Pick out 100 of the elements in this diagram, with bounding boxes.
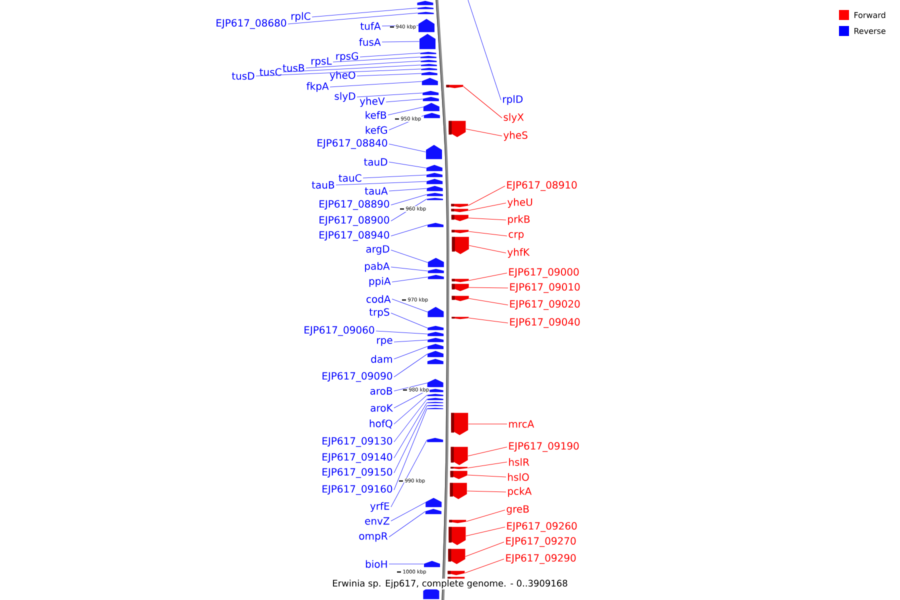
gene-label: EJP617_08890 (320, 200, 390, 210)
gene-label: envZ (365, 517, 390, 525)
gene-label: rpsG (336, 52, 358, 62)
leader-line (468, 446, 508, 456)
leader-line (390, 266, 428, 272)
leader-line (468, 218, 506, 220)
leader-line (390, 250, 428, 263)
gene-label: yhfK (508, 248, 530, 258)
gene-label: tauB (312, 181, 334, 189)
leader-line (356, 92, 423, 98)
leader-line (468, 186, 506, 206)
leader-line (390, 440, 428, 508)
gene-label: slyX (504, 113, 524, 123)
gene-glyph (426, 164, 442, 172)
gene-glyph (448, 526, 466, 546)
gene-label: EJP617_09150 (322, 468, 392, 478)
gene-label: prkB (508, 215, 530, 225)
gene-glyph (424, 560, 440, 568)
gene-label: tusB (282, 64, 304, 72)
gene-glyph (451, 412, 468, 436)
leader-line (467, 462, 508, 468)
gene-label: EJP617_09270 (506, 537, 576, 547)
leader-line (336, 181, 427, 186)
gene-label: rplC (292, 12, 310, 22)
gene-glyph (417, 0, 434, 6)
gene-glyph (420, 34, 436, 50)
leader-line (394, 402, 428, 458)
gene-label: EJP617_08900 (320, 216, 390, 226)
leader-line (463, 86, 502, 118)
leader-line (468, 202, 506, 211)
gene-glyph (426, 144, 442, 160)
gene-label: EJP617_08840 (318, 139, 388, 149)
gene-label: EJP617_09060 (304, 326, 374, 336)
gene-glyph (451, 204, 468, 208)
gene-glyph (452, 296, 469, 302)
gene-glyph (424, 112, 440, 118)
leader-line (394, 382, 428, 392)
gene-label: yheV (360, 97, 385, 107)
gene-label: pabA (365, 262, 390, 272)
leader-line (382, 41, 420, 42)
leader-line (256, 68, 422, 76)
gene-glyph (428, 326, 444, 330)
gene-glyph (448, 570, 465, 576)
leader-line (464, 558, 504, 574)
leader-line (394, 340, 428, 342)
leader-line (465, 542, 504, 557)
gene-label: fkpA (306, 82, 329, 92)
gene-label: EJP617_09260 (507, 522, 577, 532)
gene-label: dam (371, 355, 392, 363)
gene-glyph (428, 274, 444, 280)
gene-glyph (452, 230, 469, 234)
leader-line (388, 511, 426, 538)
leader-line (466, 510, 506, 522)
gene-label: slyD (334, 92, 356, 102)
leader-line (390, 198, 428, 222)
gene-label: EJP617_09130 (322, 437, 392, 447)
gene-glyph (420, 56, 436, 58)
leader-line (394, 394, 428, 424)
gene-glyph (425, 508, 442, 514)
gene-glyph (426, 178, 443, 184)
gene-label: ppiA (369, 277, 391, 287)
gene-glyph (427, 358, 444, 364)
gene-label: EJP617_09020 (510, 300, 580, 310)
gene-label: crp (508, 232, 524, 240)
gene-label: greB (506, 505, 529, 515)
gene-label: tusD (232, 72, 254, 80)
leader-line (392, 276, 428, 282)
gene-glyph (420, 52, 436, 54)
gene-glyph (450, 470, 468, 480)
legend-label: Forward (854, 12, 886, 18)
gene-label: yheS (504, 131, 528, 141)
gene-label: bioH (366, 560, 387, 568)
leader-line (467, 474, 506, 478)
gene-label: EJP617_09290 (506, 554, 576, 564)
gene-glyph (423, 102, 440, 112)
gene-glyph (428, 350, 444, 358)
gene-glyph (452, 236, 469, 254)
gene-glyph (422, 78, 438, 86)
leader-line (282, 64, 421, 72)
gene-label: fusA (359, 38, 381, 46)
leader-line (390, 224, 428, 236)
gene-glyph (427, 198, 443, 200)
leader-line (330, 81, 422, 88)
leader-line (390, 312, 428, 328)
gene-glyph (428, 344, 444, 350)
leader-line (468, 287, 508, 288)
gene-glyph (450, 482, 467, 500)
gene-label: EJP617_09190 (509, 442, 579, 452)
leader-line (388, 188, 427, 192)
leader-line (288, 12, 418, 24)
gene-label: yrfE (370, 502, 390, 512)
gene-glyph (418, 6, 434, 10)
leader-line (394, 408, 428, 490)
leader-line (388, 144, 426, 152)
gene-label: tauC (338, 174, 362, 182)
gene-label: hofQ (370, 420, 392, 428)
gene-label: rpsL (311, 57, 332, 67)
gene-label: EJP617_08940 (320, 231, 390, 241)
caption: Erwinia sp. Ejp617, complete genome. - 0..3909168 (331, 578, 569, 590)
leader-line (392, 298, 428, 312)
